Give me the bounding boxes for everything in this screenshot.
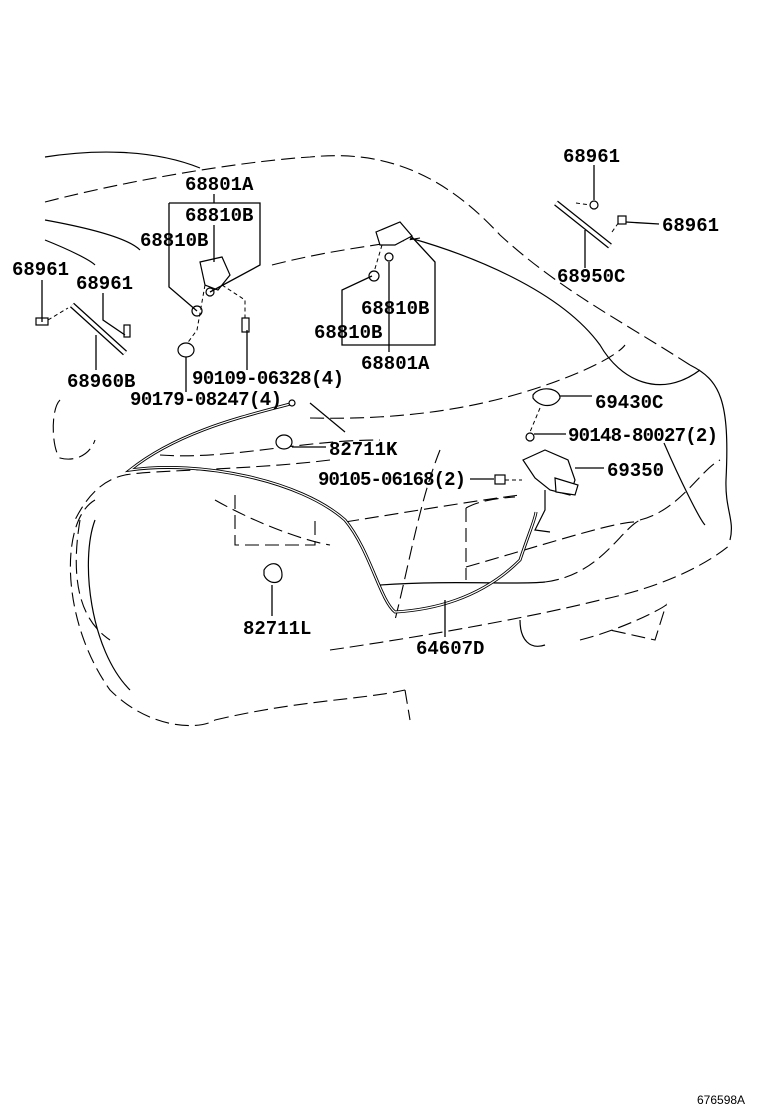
car-body-outline (44, 151, 732, 727)
label-68810B: 68810B (185, 205, 253, 227)
label-68961: 68961 (76, 273, 133, 295)
diagram-reference-number: 676598A (697, 1093, 745, 1107)
label-69430C: 69430C (595, 392, 663, 414)
label-68801A: 68801A (361, 353, 430, 375)
label-69350: 69350 (607, 460, 664, 482)
label-82711L: 82711L (243, 618, 311, 640)
leader-lines (41, 165, 660, 637)
label-68810B: 68810B (140, 230, 208, 252)
hinge-right (375, 221, 413, 246)
label-68961: 68961 (12, 259, 69, 281)
label-68960B: 68960B (67, 371, 135, 393)
label-82711K: 82711K (329, 439, 398, 461)
label-90179-08247: 90179-08247(4) (130, 389, 282, 411)
label-64607D: 64607D (416, 638, 484, 660)
label-68810B: 68810B (361, 298, 429, 320)
label-68950C: 68950C (557, 266, 625, 288)
label-90148-80027: 90148-80027(2) (568, 425, 718, 447)
label-90105-06168: 90105-06168(2) (318, 469, 466, 491)
label-68961: 68961 (563, 146, 620, 168)
label-68801A: 68801A (185, 174, 254, 196)
hinge-left (199, 256, 231, 291)
part-labels: 68961 68961 68950C 68801A 68810B 68810B … (12, 146, 745, 1107)
switch-69430C (532, 388, 561, 407)
part-illustrations (35, 200, 627, 614)
label-68961: 68961 (662, 215, 719, 237)
label-90109-06328: 90109-06328(4) (192, 368, 344, 390)
label-68810B: 68810B (314, 322, 382, 344)
